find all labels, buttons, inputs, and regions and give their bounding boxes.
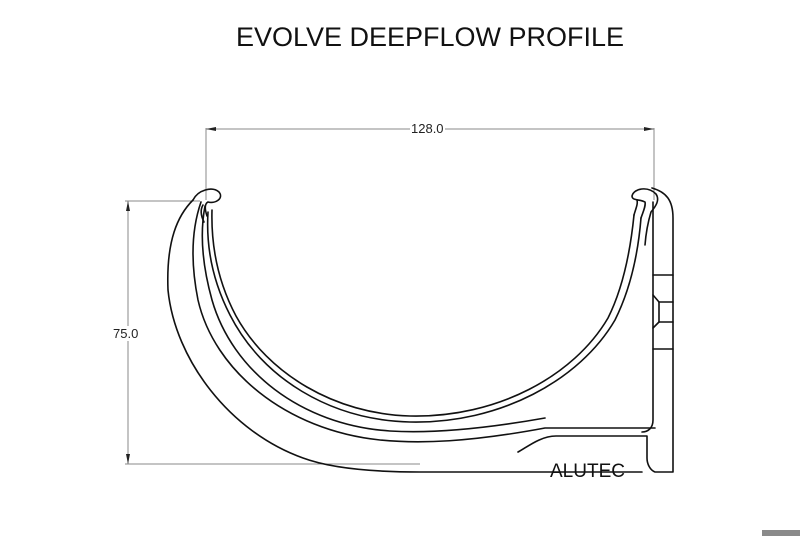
width-dimension-label: 128.0 [410,121,445,136]
height-dimension [125,200,420,465]
corner-scroll-bar [762,530,800,536]
height-dimension-label: 75.0 [112,326,140,341]
width-dimension [205,127,655,200]
gutter-profile [167,187,674,473]
brand-label: ALUTEC [550,461,625,482]
drawing-title: EVOLVE DEEPFLOW PROFILE [235,22,625,52]
